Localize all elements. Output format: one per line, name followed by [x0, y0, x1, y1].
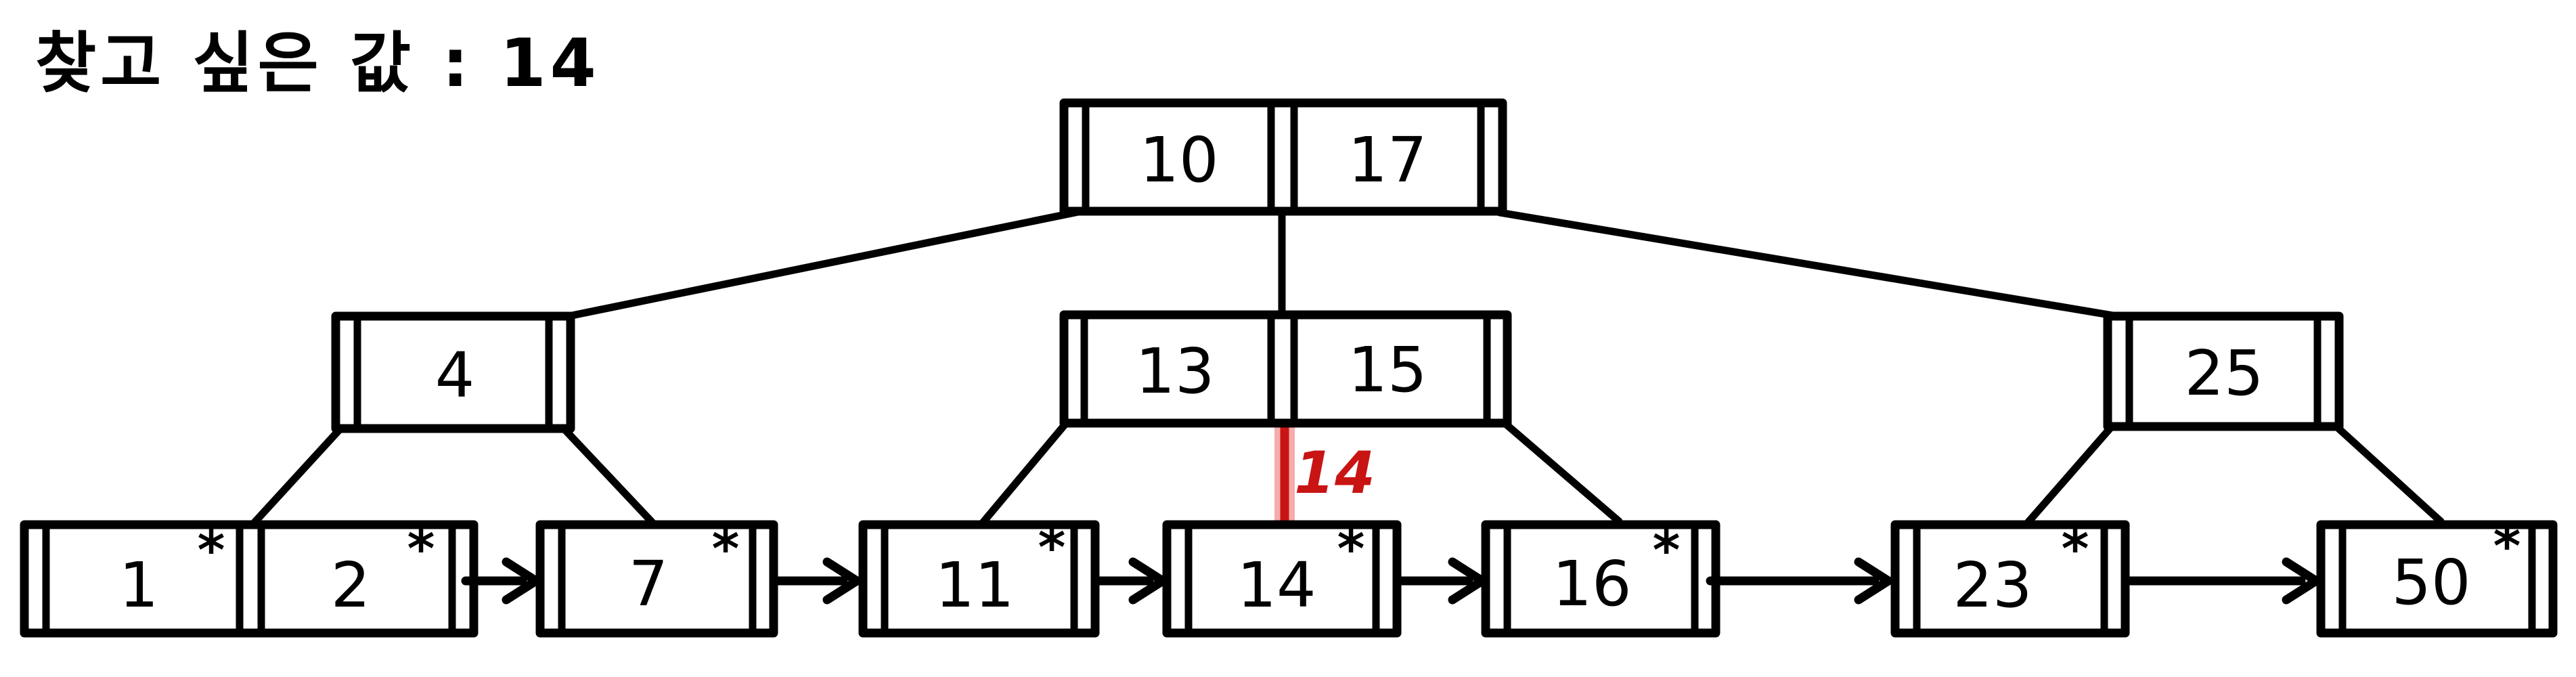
record-pointer-star: * [2493, 517, 2521, 577]
record-pointer-star: * [1337, 519, 1365, 580]
next-leaf-arrow [774, 557, 862, 605]
internal-node-4: 4 [331, 311, 575, 433]
record-pointer-star: * [407, 519, 435, 580]
internal-node-13-15: 13 15 [1059, 310, 1512, 428]
leaf-value: 14 [1237, 549, 1316, 621]
leaf-node-14: 14 * [1162, 519, 1402, 638]
node-key: 17 [1348, 124, 1427, 196]
page-title: 찾고 싶은 값 : 14 [35, 25, 600, 102]
node-border [331, 311, 575, 433]
record-pointer-star: * [2062, 519, 2089, 580]
leaf-node-23: 23 * [1890, 519, 2130, 638]
edge-node-25-to-leaf-50 [2332, 422, 2445, 525]
next-leaf-arrow [461, 557, 541, 605]
node-border [1481, 520, 1720, 638]
arrow-head [2282, 557, 2321, 605]
node-border [2316, 520, 2558, 638]
tree-edges [248, 207, 2445, 529]
leaf-chain-arrows [461, 557, 2321, 605]
search-path-highlight: 14 [1274, 418, 1375, 544]
node-key: 25 [2184, 337, 2263, 410]
leaf-value: 11 [935, 549, 1014, 621]
node-border [858, 520, 1100, 638]
next-leaf-arrow [1095, 557, 1168, 605]
record-pointer-star: * [712, 519, 740, 580]
node-border [2103, 311, 2344, 431]
search-target-label: 14 [1294, 439, 1375, 507]
node-border [1059, 310, 1512, 428]
edge-root-to-node-4 [568, 207, 1086, 320]
arrow-head [1854, 557, 1893, 605]
leaf-value: 2 [331, 549, 371, 621]
arrow-head [502, 557, 541, 605]
arrow-head [1448, 557, 1487, 605]
node-border [1890, 520, 2130, 638]
record-pointer-star: * [1038, 518, 1066, 579]
leaf-value: 1 [119, 549, 159, 621]
leaf-value: 7 [629, 548, 669, 620]
next-leaf-arrow [1706, 557, 1893, 605]
internal-node-25: 25 [2103, 311, 2344, 431]
edge-node-13-15-to-leaf-11 [979, 418, 1071, 527]
edge-node-4-to-leaf-1-2 [248, 424, 345, 529]
leaf-node-7: 7 * [535, 519, 778, 638]
leaf-node-1-2: 1 * 2 * [20, 519, 479, 638]
node-border [1059, 98, 1507, 216]
record-pointer-star: * [198, 521, 225, 582]
next-leaf-arrow [2126, 557, 2321, 605]
arrow-head [822, 557, 862, 605]
node-key: 10 [1139, 124, 1218, 196]
node-border [20, 520, 479, 638]
next-leaf-arrow [1396, 557, 1487, 605]
edge-node-25-to-leaf-23 [2024, 422, 2116, 527]
edge-root-to-node-25 [1496, 209, 2125, 321]
node-key: 13 [1135, 335, 1214, 408]
record-pointer-star: * [1653, 521, 1681, 582]
leaf-node-50: 50 * [2316, 517, 2558, 638]
leaf-value: 16 [1552, 548, 1631, 620]
node-border [1162, 520, 1402, 638]
leaf-value: 23 [1953, 549, 2032, 621]
edge-node-13-15-to-leaf-16 [1500, 418, 1623, 525]
leaf-node-11: 11 * [858, 518, 1100, 638]
leaf-value: 50 [2391, 546, 2470, 619]
root-node: 10 17 [1059, 98, 1507, 216]
node-border [535, 520, 778, 638]
arrow-head [1128, 557, 1168, 605]
edge-node-4-to-leaf-7 [559, 424, 658, 528]
node-key: 4 [435, 339, 475, 412]
leaf-node-16: 16 * [1481, 520, 1720, 638]
node-key: 15 [1348, 334, 1427, 406]
